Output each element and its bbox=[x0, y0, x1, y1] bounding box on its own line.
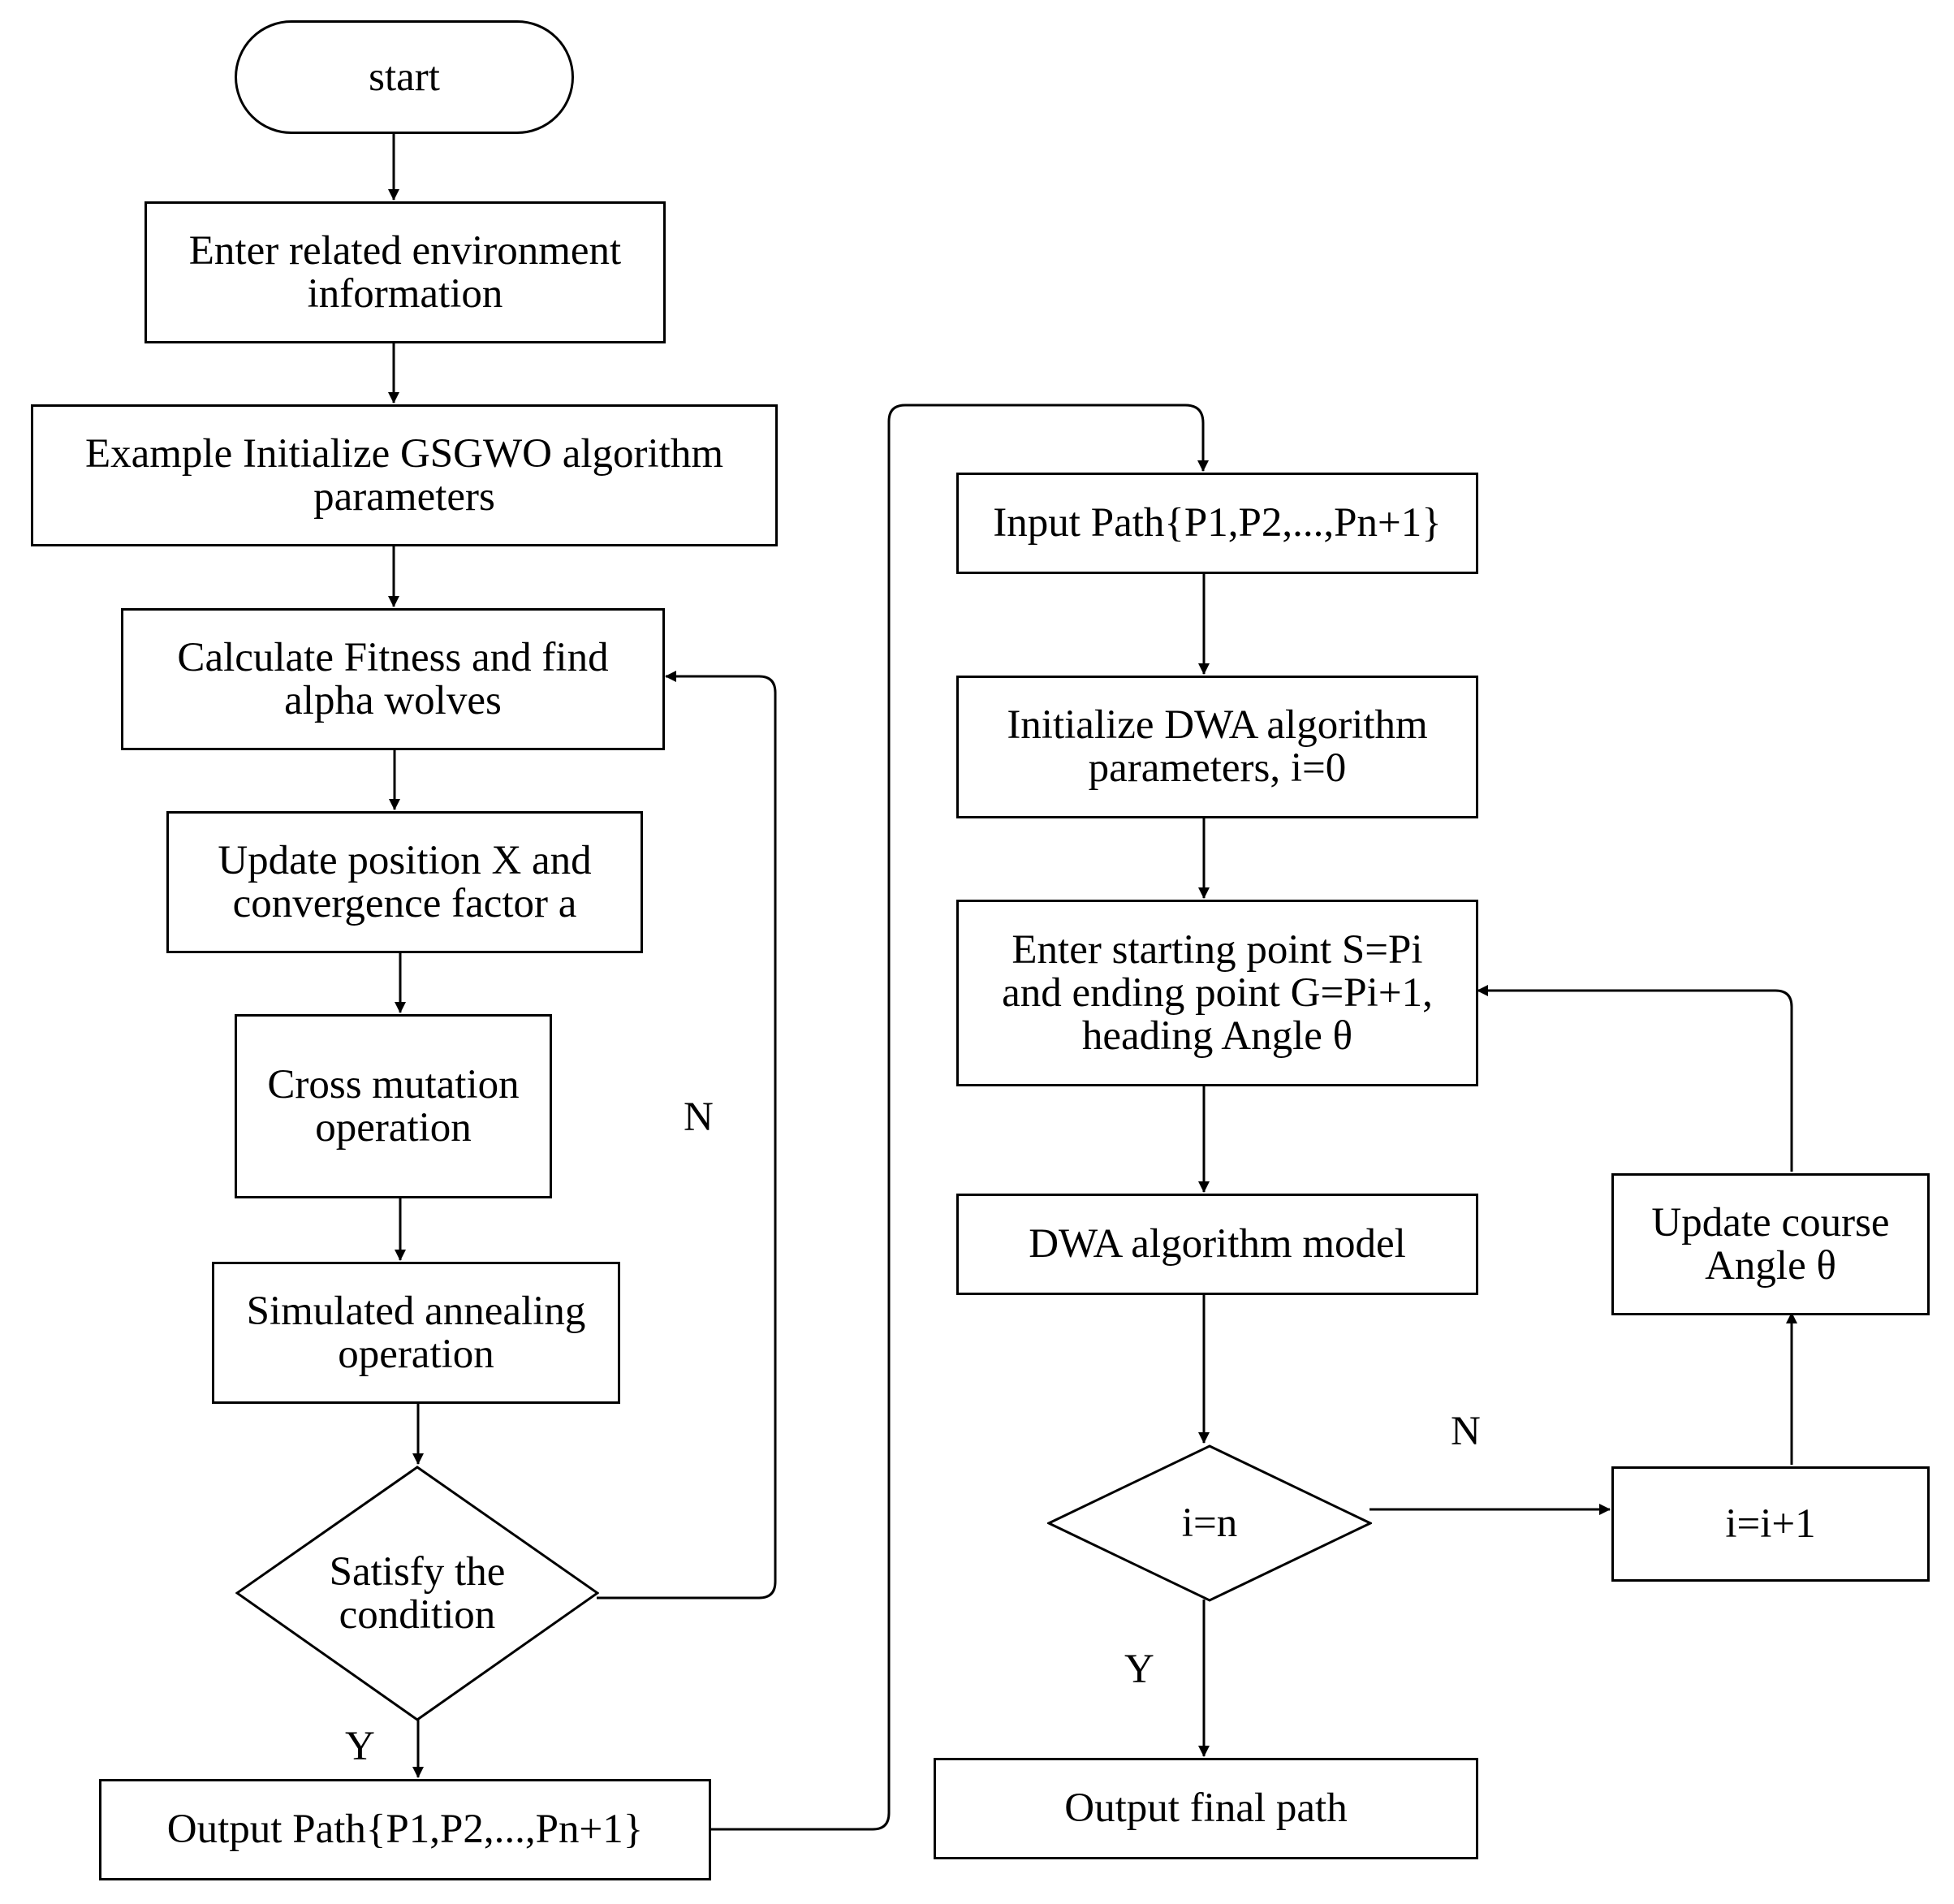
update-course-node: Update course Angle θ bbox=[1611, 1173, 1930, 1315]
enter-environment-label: Enter related environment information bbox=[188, 227, 622, 317]
edge-condition-no-loop bbox=[597, 671, 777, 1600]
satisfy-condition-decision: Satisfy the condition bbox=[235, 1466, 599, 1721]
init-dwa-node: Initialize DWA algorithm parameters, i=0 bbox=[956, 676, 1478, 818]
edge-output-to-input bbox=[710, 404, 1209, 1831]
enter-environment-node: Enter related environment information bbox=[145, 201, 666, 343]
edge-update-course-to-start-end bbox=[1477, 985, 1793, 1172]
init-gsgwo-node: Example Initialize GSGWO algorithm param… bbox=[31, 404, 778, 546]
init-gsgwo-label: Example Initialize GSGWO algorithm param… bbox=[84, 430, 724, 520]
enter-start-end-node: Enter starting point S=Pi and ending poi… bbox=[956, 900, 1478, 1086]
cross-mutation-label: Cross mutation operation bbox=[267, 1061, 520, 1151]
satisfy-condition-diamond-shape bbox=[235, 1466, 599, 1721]
output-final-node: Output final path bbox=[934, 1758, 1478, 1859]
dwa-model-label: DWA algorithm model bbox=[1029, 1221, 1406, 1267]
start-node: start bbox=[235, 20, 574, 134]
update-position-node: Update position X and convergence factor… bbox=[166, 811, 643, 953]
i-equals-n-label: i=n bbox=[1181, 1500, 1238, 1546]
output-path-left-label: Output Path{P1,P2,...,Pn+1} bbox=[166, 1807, 644, 1852]
edge-label-yes-left: Y bbox=[345, 1724, 375, 1769]
dwa-model-node: DWA algorithm model bbox=[956, 1194, 1478, 1295]
calc-fitness-node: Calculate Fitness and find alpha wolves bbox=[121, 608, 665, 750]
i-increment-node: i=i+1 bbox=[1611, 1466, 1930, 1582]
update-course-label: Update course Angle θ bbox=[1651, 1199, 1890, 1289]
start-node-label: start bbox=[369, 54, 440, 100]
i-increment-label: i=i+1 bbox=[1725, 1500, 1816, 1547]
i-equals-n-diamond-shape bbox=[1047, 1444, 1372, 1602]
simulated-annealing-node: Simulated annealing operation bbox=[212, 1262, 620, 1404]
output-path-left-node: Output Path{P1,P2,...,Pn+1} bbox=[99, 1779, 711, 1880]
i-equals-n-decision: i=n bbox=[1047, 1444, 1372, 1602]
edge-label-no-right: N bbox=[1451, 1409, 1481, 1454]
edge-label-no-left: N bbox=[684, 1094, 714, 1140]
satisfy-condition-label: Satisfy the condition bbox=[329, 1548, 506, 1638]
input-path-node: Input Path{P1,P2,...,Pn+1} bbox=[956, 473, 1478, 574]
calc-fitness-label: Calculate Fitness and find alpha wolves bbox=[177, 634, 609, 723]
init-dwa-label: Initialize DWA algorithm parameters, i=0 bbox=[1007, 702, 1428, 791]
output-final-label: Output final path bbox=[1064, 1785, 1348, 1831]
input-path-label: Input Path{P1,P2,...,Pn+1} bbox=[993, 500, 1442, 546]
edge-label-yes-right: Y bbox=[1124, 1647, 1154, 1692]
enter-start-end-label: Enter starting point S=Pi and ending poi… bbox=[1002, 926, 1433, 1059]
simulated-annealing-label: Simulated annealing operation bbox=[246, 1288, 586, 1377]
update-position-label: Update position X and convergence factor… bbox=[218, 837, 592, 926]
cross-mutation-node: Cross mutation operation bbox=[235, 1014, 552, 1198]
